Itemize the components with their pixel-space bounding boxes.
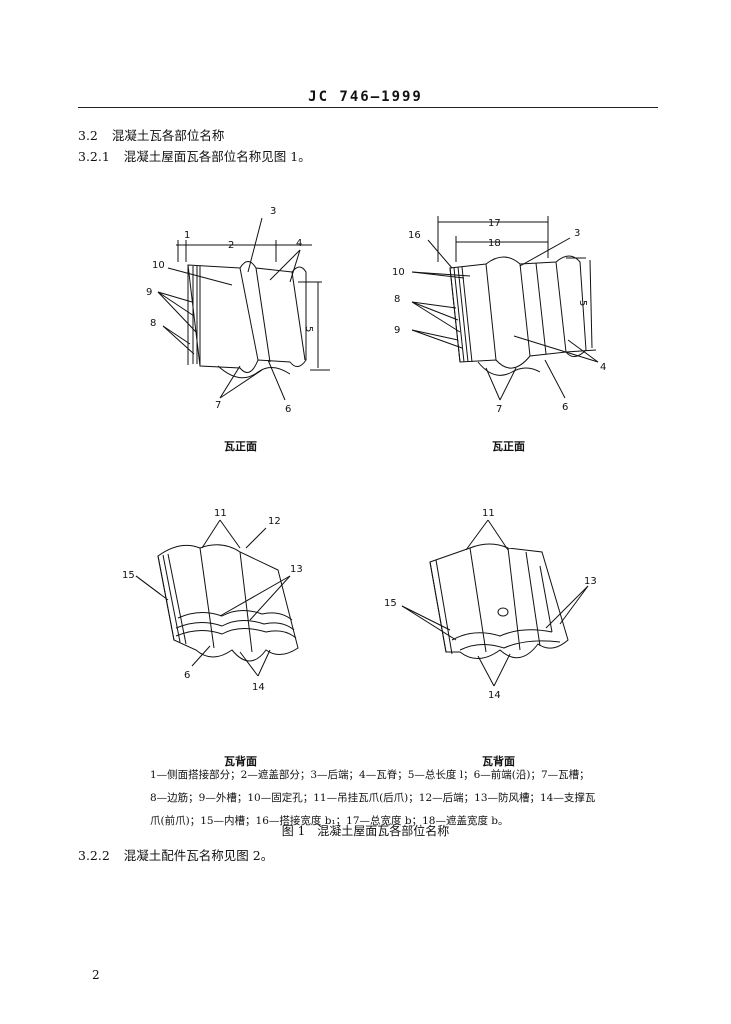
- callout: 14: [252, 682, 265, 693]
- section-3-2-2: 3.2.2 混凝土配件瓦名称见图 2。: [78, 845, 273, 864]
- callouts-panel-b: 16 17 18 3 10 8 9 5 4 7 6: [392, 218, 606, 415]
- callout: 16: [408, 230, 421, 241]
- section-3-2: 3.2 混凝土瓦各部位名称: [78, 125, 224, 144]
- tile-front-a: [157, 217, 330, 401]
- callout: 6: [184, 670, 190, 681]
- section-text: 混凝土配件瓦名称见图 2。: [123, 848, 274, 863]
- callout: 2: [228, 240, 234, 251]
- section-number: 3.2.2: [78, 848, 110, 863]
- callout: 10: [392, 267, 405, 278]
- callout: 3: [574, 228, 580, 239]
- callout: 13: [290, 564, 303, 575]
- legend-line: 8—边筋；9—外槽；10—固定孔；11—吊挂瓦爪(后爪)；12—后端；13—防风…: [150, 792, 596, 804]
- callout: 9: [146, 287, 152, 298]
- callout: 5: [303, 326, 314, 332]
- callout: 5: [577, 300, 588, 306]
- callout: 14: [488, 690, 501, 701]
- section-number: 3.2.1: [78, 149, 110, 164]
- callouts-panel-c: 11 12 15 13 6 14: [122, 508, 303, 693]
- callout: 6: [285, 404, 291, 415]
- tile-front-b: [411, 216, 599, 401]
- panel-label-front-a: 瓦正面: [224, 440, 257, 453]
- standard-code: JC 746—1999: [308, 89, 423, 105]
- callouts-panel-d: 11 13 15 14: [384, 508, 597, 701]
- section-title: 混凝土瓦各部位名称: [111, 128, 225, 143]
- panel-label-front-b: 瓦正面: [492, 440, 525, 453]
- panel-label-back-d: 瓦背面: [482, 755, 515, 768]
- callout: 7: [496, 404, 502, 415]
- callout: 7: [215, 400, 221, 411]
- callout: 15: [122, 570, 135, 581]
- callout: 8: [150, 318, 156, 329]
- figure-legend: 1—侧面搭接部分；2—遮盖部分；3—后端；4—瓦脊；5—总长度 l；6—前端(沿…: [150, 764, 630, 833]
- page-number: 2: [92, 968, 100, 982]
- callout: 10: [152, 260, 165, 271]
- callout: 18: [488, 238, 501, 249]
- figure-caption: 图 1 混凝土屋面瓦各部位名称: [281, 824, 450, 838]
- header-rule: [78, 107, 658, 108]
- section-number: 3.2: [78, 128, 98, 143]
- callout: 15: [384, 598, 397, 609]
- callout: 17: [488, 218, 501, 229]
- tile-back-d: [401, 519, 589, 687]
- section-3-2-1: 3.2.1 混凝土屋面瓦各部位名称见图 1。: [78, 146, 311, 165]
- callout: 12: [268, 516, 281, 527]
- callout: 11: [482, 508, 495, 519]
- callout: 8: [394, 294, 400, 305]
- callout: 13: [584, 576, 597, 587]
- callout: 9: [394, 325, 400, 336]
- callout: 1: [184, 230, 190, 241]
- panel-label-back-c: 瓦背面: [224, 755, 257, 768]
- tile-back-c: [135, 519, 299, 677]
- callout: 4: [296, 238, 302, 249]
- legend-line: 1—侧面搭接部分；2—遮盖部分；3—后端；4—瓦脊；5—总长度 l；6—前端(沿…: [150, 769, 590, 781]
- callout: 11: [214, 508, 227, 519]
- legend-line: 爪(前爪)；15—内槽；16—搭接宽度 b₁；17—总宽度 b；18—遮盖宽度 …: [150, 815, 509, 827]
- callout: 4: [600, 362, 606, 373]
- callout: 6: [562, 402, 568, 413]
- callout: 3: [270, 206, 276, 217]
- callouts-panel-a: 1 2 3 4 5 6 7 8 9 10: [146, 206, 314, 415]
- section-text: 混凝土屋面瓦各部位名称见图 1。: [123, 149, 311, 164]
